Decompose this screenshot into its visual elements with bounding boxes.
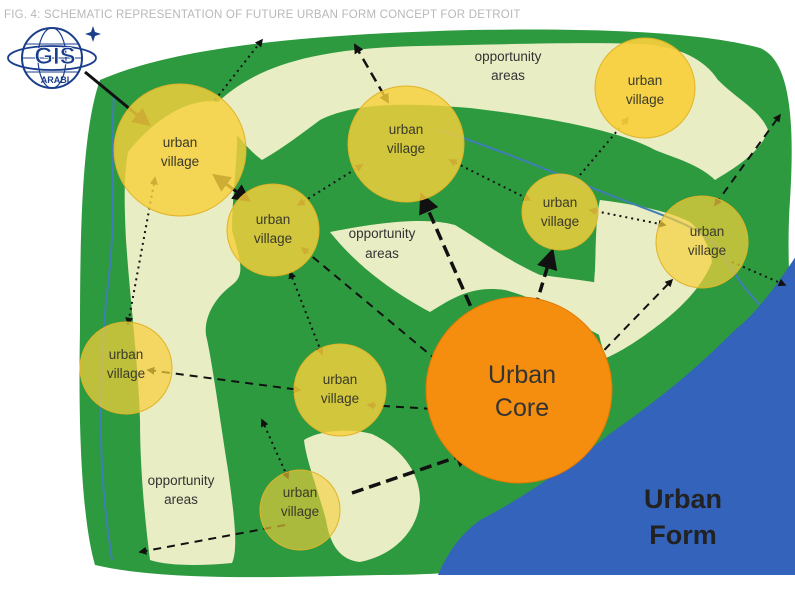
river (438, 257, 795, 575)
opportunity-areas-label: opportunity (475, 49, 542, 64)
sparkle-icon (85, 26, 101, 42)
opportunity-areas-label: areas (365, 246, 399, 261)
urban-village-label: village (387, 141, 425, 156)
dotted-link (731, 261, 787, 287)
urban-village-label: urban (323, 372, 358, 387)
urban-village-label: village (161, 154, 199, 169)
urban-village-circle (655, 195, 749, 289)
villages (79, 37, 749, 551)
urban-village-label: urban (283, 485, 318, 500)
urban-village-label: village (281, 504, 319, 519)
urban-form-title: Form (649, 520, 717, 550)
opportunity-areas-label: opportunity (349, 226, 416, 241)
urban-village-label: urban (543, 195, 578, 210)
urban-village-label: urban (389, 122, 424, 137)
urban-village-label: urban (163, 135, 198, 150)
urban-village-label: urban (690, 224, 725, 239)
urban-core-circle (425, 296, 613, 484)
urban-village-label: urban (628, 73, 663, 88)
urban-village-circle (293, 343, 387, 437)
dashed-link (138, 524, 286, 555)
urban-village-circle (259, 469, 341, 551)
logo-sub-text: ARABI (41, 75, 70, 85)
urban-core-label: Core (495, 394, 549, 422)
urban-village-label: urban (256, 212, 291, 227)
dotted-link (214, 38, 263, 101)
dotted-link (260, 418, 290, 480)
gis-arabi-logo: GIS ARABI (7, 26, 101, 89)
opportunity-areas-label: areas (491, 68, 525, 83)
opportunity-areas-label: opportunity (148, 473, 215, 488)
urban-village-label: urban (109, 347, 144, 362)
dashed-link (714, 113, 781, 207)
urban-core-label: Urban (488, 361, 556, 389)
urban-village-circle (113, 83, 247, 217)
urban-village-circle (79, 321, 173, 415)
dotted-link (296, 164, 364, 206)
urban-form-title: Urban (644, 484, 722, 514)
urban-village-label: village (321, 391, 359, 406)
urban-village-label: village (254, 231, 292, 246)
dotted-link (588, 207, 667, 228)
urban-village-label: village (541, 214, 579, 229)
dashed-link (351, 447, 476, 495)
dashed-link (146, 366, 302, 394)
urban-village-label: village (626, 92, 664, 107)
urban-village-circle (594, 37, 696, 139)
opportunity-areas-label: areas (164, 492, 198, 507)
dashed-link (419, 192, 485, 336)
urban-village-label: village (688, 243, 726, 258)
figure-caption: FIG. 4: SCHEMATIC REPRESENTATION OF FUTU… (4, 9, 521, 21)
urban-village-circle (226, 183, 320, 277)
urban-village-circle (347, 85, 465, 203)
urban-village-circle (521, 173, 599, 251)
stream-west (99, 94, 115, 561)
dotted-link (579, 116, 630, 176)
logo-main-text: GIS (34, 43, 75, 70)
urban-village-label: village (107, 366, 145, 381)
